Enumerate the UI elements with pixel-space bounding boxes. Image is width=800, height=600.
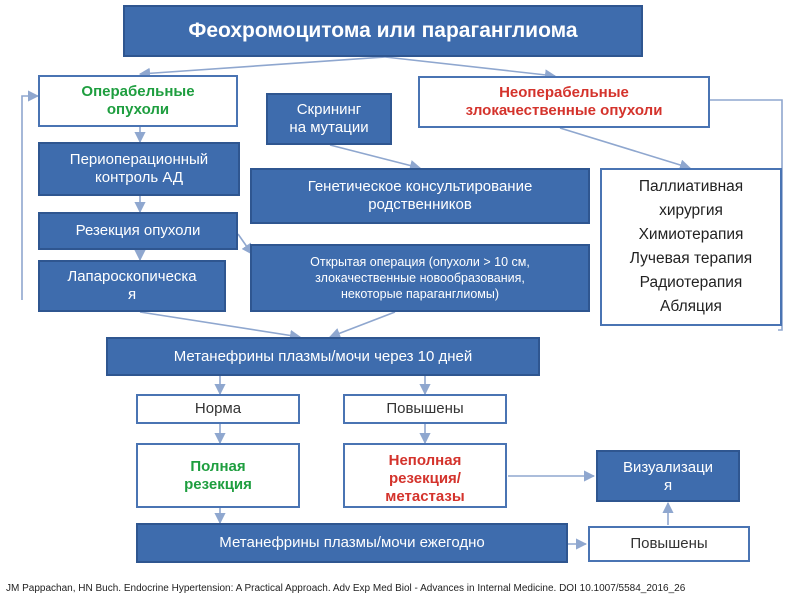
metanephrines-yearly-box: Метанефрины плазмы/мочи ежегодно [136, 523, 568, 563]
arrow-title-to-operable [138, 56, 386, 79]
normal-text: Норма [194, 400, 242, 417]
elevated-text: Повышены [386, 400, 464, 417]
mutation-screening-box: Скрининг на мутации [266, 93, 392, 145]
inoperable-tumors-text: Неоперабельные злокачественные опухоли [465, 84, 663, 119]
metanephrines-10-days-text: Метанефрины плазмы/мочи через 10 дней [173, 347, 473, 365]
elevated-yearly-box: Повышены [588, 526, 750, 562]
periop-bp-control-box: Периоперационный контроль АД [38, 142, 240, 196]
imaging-text: Визуализаци я [622, 459, 714, 494]
elevated-box: Повышены [343, 394, 507, 424]
mutation-screening-text: Скрининг на мутации [289, 101, 369, 136]
arrow-title-to-inoperable [384, 56, 557, 81]
incomplete-resection-box: Неполная резекция/ метастазы [343, 443, 507, 508]
incomplete-resection-text: Неполная резекция/ метастазы [385, 452, 465, 505]
genetic-counseling-text: Генетическое консультирование родственни… [307, 178, 533, 213]
arrow-laparoscopic-to-metanephrines [139, 311, 302, 341]
complete-resection-text: Полная резекция [184, 457, 252, 493]
palliative-care-box: Паллиативная хирургия Химиотерапия Лучев… [600, 168, 782, 326]
palliative-care-text: Паллиативная хирургия Химиотерапия Лучев… [629, 177, 753, 316]
genetic-counseling-box: Генетическое консультирование родственни… [250, 168, 590, 224]
citation: JM Pappachan, HN Buch. Endocrine Hyperte… [6, 583, 686, 594]
metanephrines-yearly-text: Метанефрины плазмы/мочи ежегодно [219, 534, 485, 551]
metanephrines-10-days-box: Метанефрины плазмы/мочи через 10 дней [106, 337, 540, 376]
elevated-yearly-text: Повышены [630, 535, 708, 552]
periop-bp-control-text: Периоперационный контроль АД [69, 151, 209, 186]
arrow-open-to-metanephrines [328, 311, 396, 339]
open-surgery-box: Открытая операция (опухоли > 10 см, злок… [250, 244, 590, 312]
arrow-screening-to-genetic [329, 144, 422, 171]
loop-left [21, 90, 40, 300]
operable-tumors-text: Операбельные опухоли [81, 83, 195, 118]
title-box: Феохромоцитома или параганглиома [123, 5, 643, 57]
laparoscopic-box: Лапароскопическа я [38, 260, 226, 312]
complete-resection-box: Полная резекция [136, 443, 300, 508]
normal-box: Норма [136, 394, 300, 424]
title-text: Феохромоцитома или параганглиома [188, 19, 578, 43]
operable-tumors-box: Операбельные опухоли [38, 75, 238, 127]
inoperable-tumors-box: Неоперабельные злокачественные опухоли [418, 76, 710, 128]
laparoscopic-text: Лапароскопическа я [67, 268, 197, 303]
tumor-resection-text: Резекция опухоли [75, 222, 201, 239]
imaging-box: Визуализаци я [596, 450, 740, 502]
tumor-resection-box: Резекция опухоли [38, 212, 238, 250]
open-surgery-text: Открытая операция (опухоли > 10 см, злок… [310, 254, 530, 302]
arrow-inoperable-to-palliative [559, 127, 692, 171]
